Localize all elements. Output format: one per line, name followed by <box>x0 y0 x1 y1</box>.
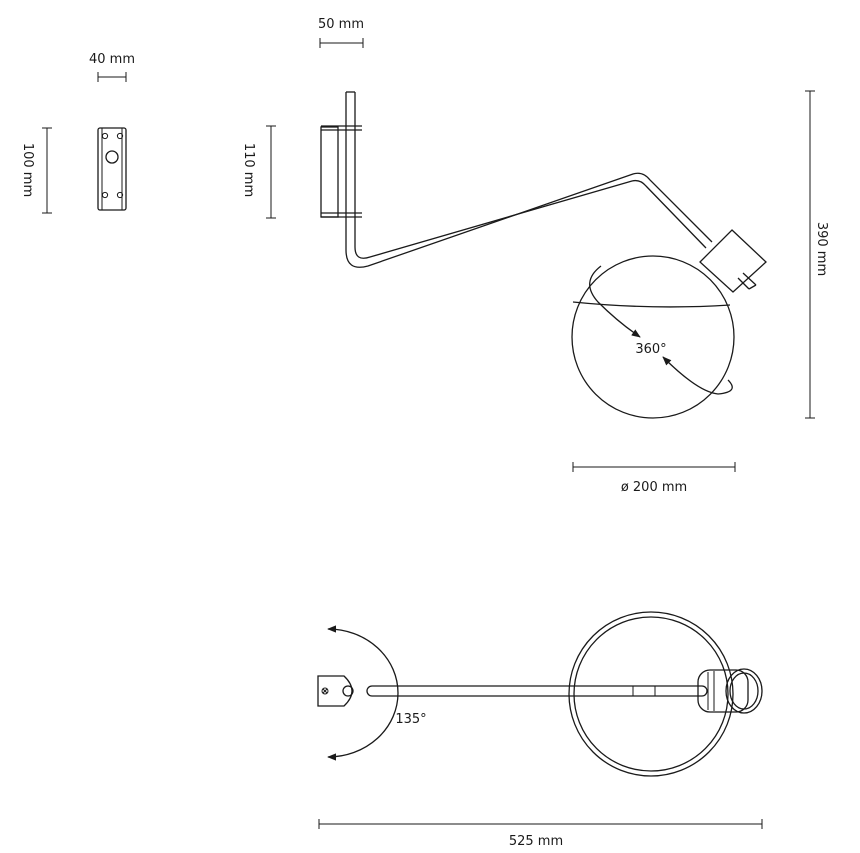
wall-bracket-side-view <box>320 125 362 218</box>
plate-height-dimension: 100 mm <box>20 127 52 214</box>
plate-height-label: 100 mm <box>20 143 35 197</box>
total-height-label: 390 mm <box>814 222 829 276</box>
globe-shade <box>571 255 735 419</box>
plate-width-dimension: 40 mm <box>89 52 135 82</box>
top-arm <box>366 685 708 697</box>
plate-width-label: 40 mm <box>89 52 135 67</box>
swing-arc <box>327 625 399 761</box>
top-globe-outer <box>568 611 734 777</box>
globe-diameter-label: ø 200 mm <box>621 480 687 495</box>
top-globe-inner <box>573 616 729 772</box>
arm-tube <box>345 91 713 268</box>
bracket-height-label: 110 mm <box>241 143 256 197</box>
globe-diameter-dimension: ø 200 mm <box>572 462 736 495</box>
total-height-dimension: 390 mm <box>805 90 829 419</box>
bracket-width-dimension: 50 mm <box>318 17 364 48</box>
swivel-joint <box>699 229 767 293</box>
globe-rotation-label: 360° <box>635 342 666 357</box>
rotation-indicator: 360° <box>589 265 733 395</box>
total-length-dimension: 525 mm <box>318 819 763 849</box>
top-view: 135° <box>317 611 763 777</box>
total-length-label: 525 mm <box>509 834 563 849</box>
bracket-height-dimension: 110 mm <box>241 125 276 219</box>
top-wall-plate <box>317 675 353 707</box>
swing-angle-label: 135° <box>395 712 426 727</box>
bracket-width-label: 50 mm <box>318 17 364 32</box>
wall-plate-front-view <box>97 127 127 211</box>
top-socket <box>697 669 749 713</box>
